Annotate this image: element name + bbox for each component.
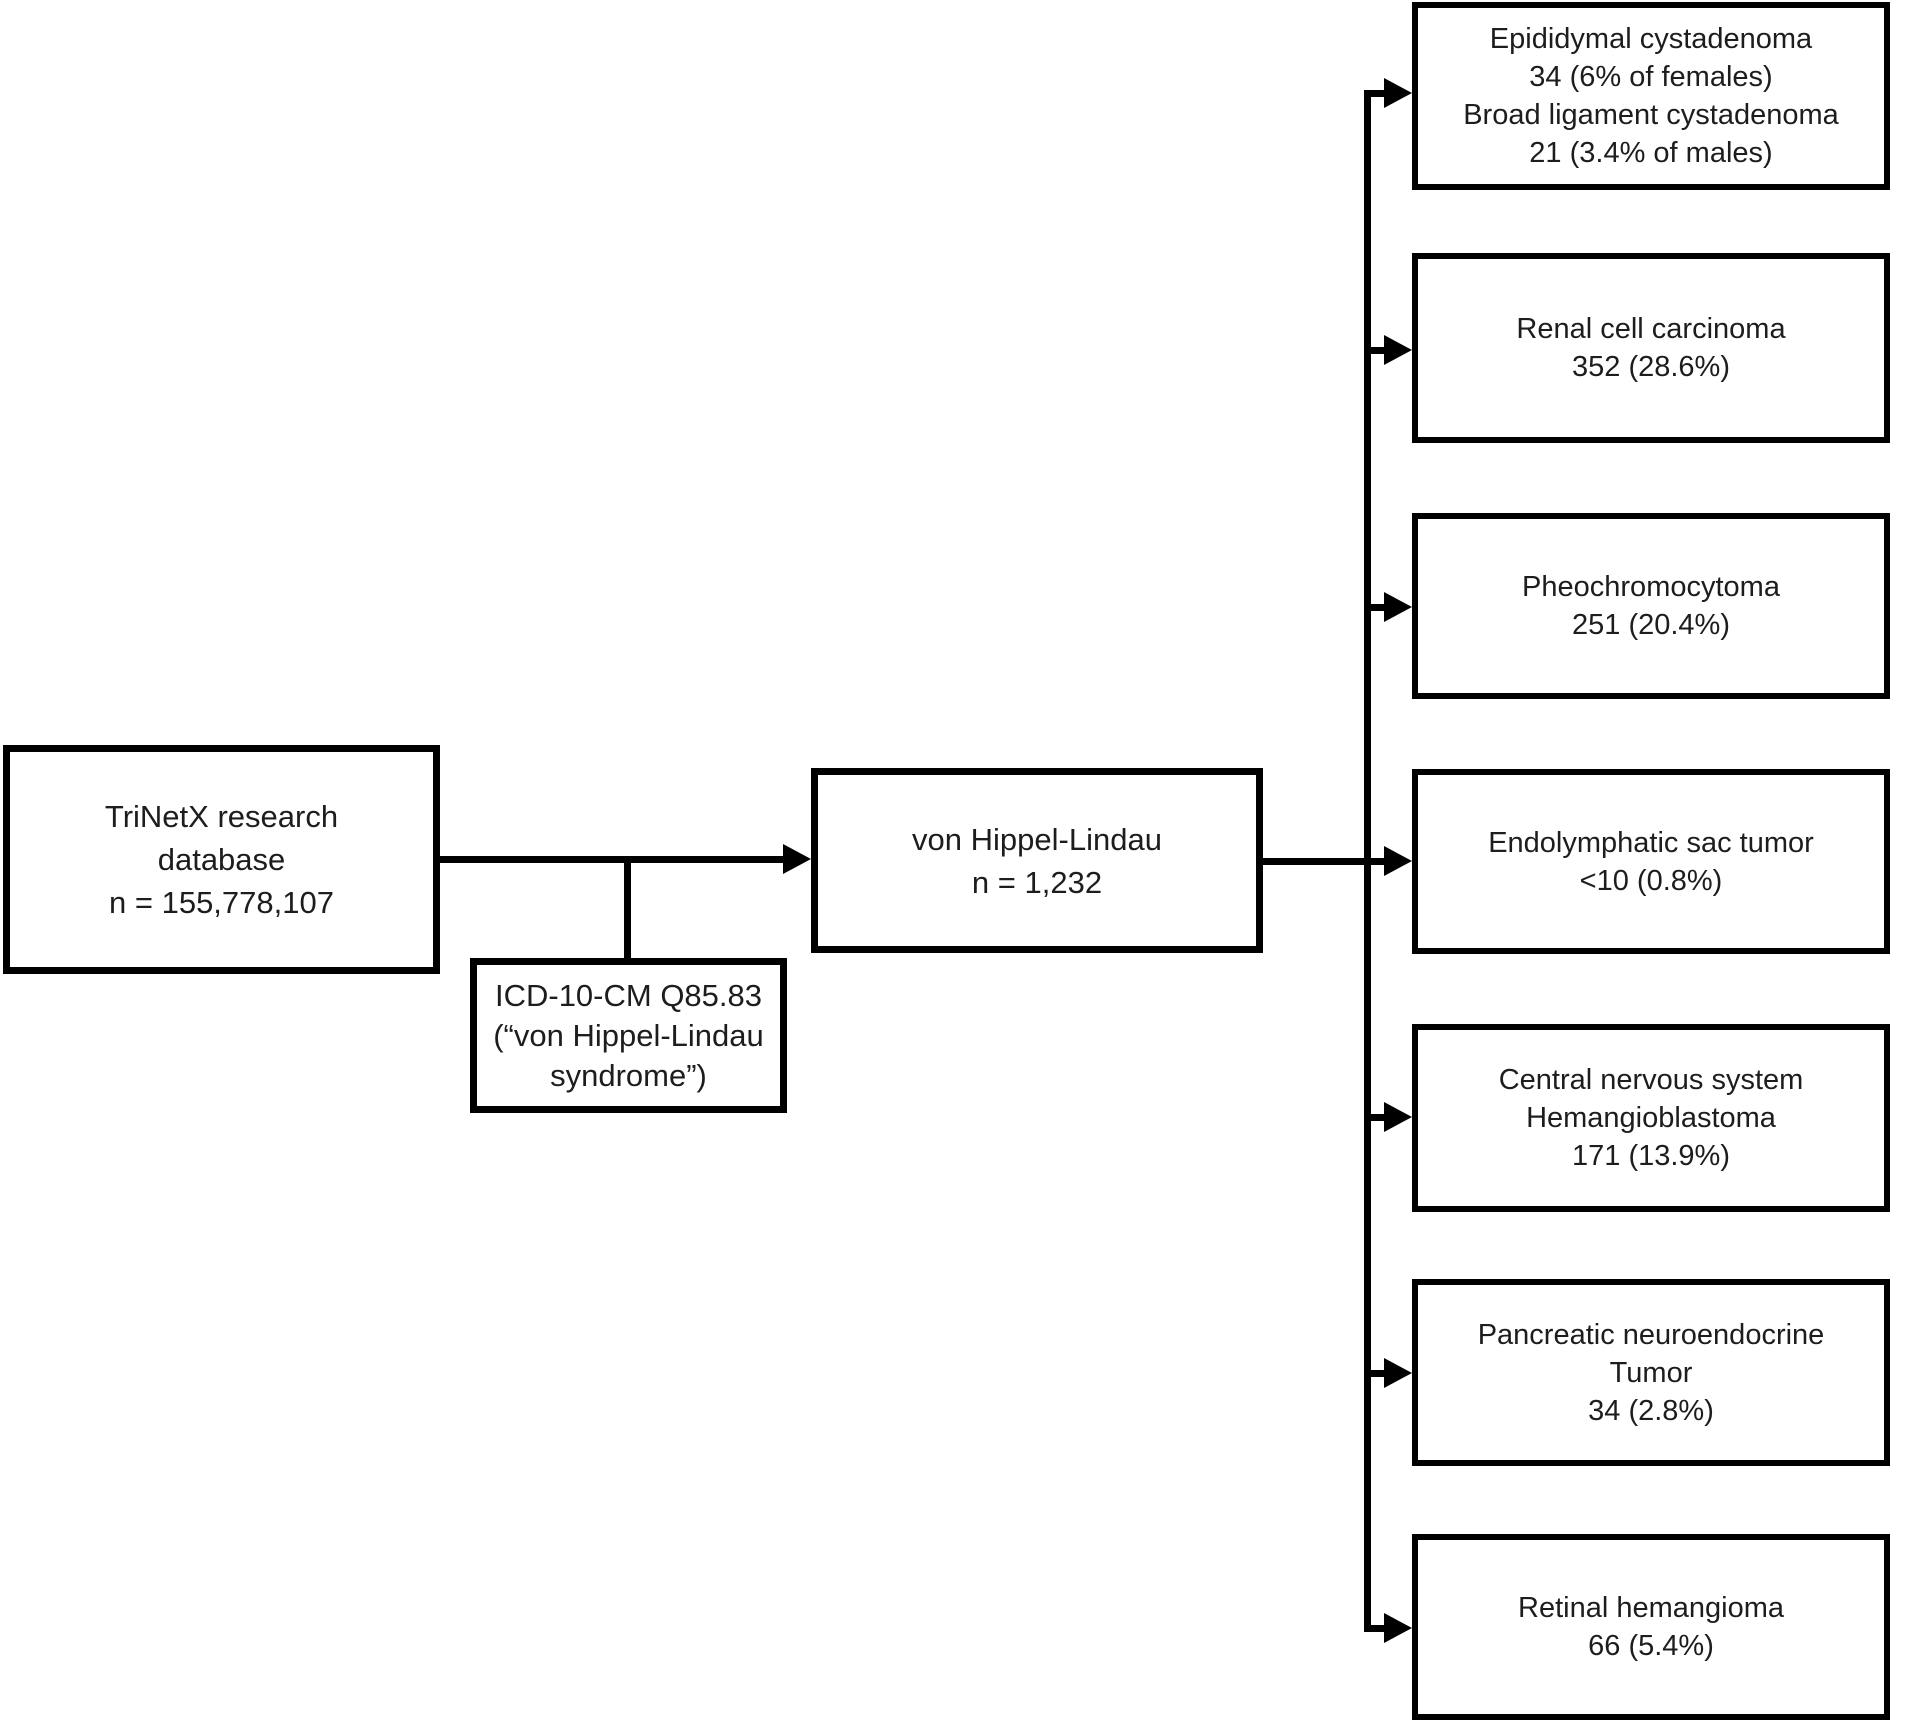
box-text-line: 21 (3.4% of males): [1529, 137, 1773, 169]
arrowhead-cns-hemangioblastoma: [1384, 1102, 1412, 1132]
box-text-line: Central nervous system: [1498, 1064, 1804, 1096]
pancreatic-neuroendocrine-tumor-box: Pancreatic neuroendocrine Tumor 34 (2.8%…: [1412, 1279, 1890, 1466]
box-text-line: TriNetX research: [104, 799, 339, 834]
connector-branch-3: [1364, 604, 1388, 611]
box-text-line: ICD-10-CM Q85.83: [494, 977, 763, 1013]
connector-branch-7: [1364, 1625, 1388, 1632]
pheochromocytoma-box: Pheochromocytoma 251 (20.4%): [1412, 513, 1890, 699]
box-text-line: Renal cell carcinoma: [1516, 313, 1786, 345]
renal-cell-carcinoma-box: Renal cell carcinoma 352 (28.6%): [1412, 253, 1890, 443]
box-text-line: Endolymphatic sac tumor: [1488, 826, 1814, 859]
retinal-hemangioma-box: Retinal hemangioma 66 (5.4%): [1412, 1534, 1890, 1720]
box-text-line: 171 (13.9%): [1572, 1140, 1730, 1172]
box-text-line: <10 (0.8%): [1579, 864, 1723, 897]
connector-trunk: [1364, 90, 1371, 1632]
box-text-line: syndrome”): [550, 1057, 707, 1093]
epididymal-cystadenoma-box: Epididymal cystadenoma 34 (6% of females…: [1412, 2, 1890, 190]
arrowhead-pheochromocytoma: [1384, 592, 1412, 622]
box-text-line: Tumor: [1609, 1356, 1693, 1389]
trinetx-database-box: TriNetX research database n = 155,778,10…: [3, 745, 440, 974]
arrowhead-pancreatic-net: [1384, 1358, 1412, 1388]
box-text-line: 251 (20.4%): [1572, 609, 1730, 641]
box-text-line: n = 1,232: [971, 864, 1103, 900]
connector-branch-1: [1364, 90, 1388, 97]
box-text-line: database: [157, 842, 286, 877]
box-text-line: (“von Hippel-Lindau: [493, 1017, 764, 1053]
box-text-line: 34 (2.8%): [1588, 1394, 1714, 1427]
box-text-line: Pancreatic neuroendocrine: [1477, 1318, 1825, 1351]
arrowhead-cohort: [783, 844, 811, 874]
icd-filter-box: ICD-10-CM Q85.83 (“von Hippel-Lindau syn…: [470, 958, 787, 1113]
arrowhead-retinal-hemangioma: [1384, 1613, 1412, 1643]
box-text-line: Pheochromocytoma: [1522, 571, 1780, 603]
box-text-line: 352 (28.6%): [1572, 351, 1730, 383]
box-text-line: 34 (6% of females): [1529, 61, 1773, 93]
box-text-line: 66 (5.4%): [1588, 1630, 1714, 1662]
cns-hemangioblastoma-box: Central nervous system Hemangioblastoma …: [1412, 1024, 1890, 1212]
box-text-line: Broad ligament cystadenoma: [1463, 99, 1839, 131]
vhl-cohort-box: von Hippel-Lindau n = 1,232: [811, 768, 1263, 953]
connector-cohort-to-trunk: [1263, 858, 1386, 865]
box-text-line: Epididymal cystadenoma: [1489, 23, 1813, 55]
box-text-line: n = 155,778,107: [109, 885, 334, 920]
arrowhead-endolymphatic-sac-tumor: [1384, 846, 1412, 876]
box-text-line: von Hippel-Lindau: [912, 821, 1162, 857]
connector-source-to-cohort: [440, 856, 786, 863]
connector-filter-drop: [624, 856, 631, 958]
endolymphatic-sac-tumor-box: Endolymphatic sac tumor <10 (0.8%): [1412, 769, 1890, 954]
box-text-line: Hemangioblastoma: [1526, 1102, 1776, 1134]
box-text-line: Retinal hemangioma: [1518, 1592, 1784, 1624]
connector-branch-2: [1364, 347, 1388, 354]
arrowhead-epididymal-cystadenoma: [1384, 78, 1412, 108]
connector-branch-5: [1364, 1114, 1388, 1121]
arrowhead-renal-cell-carcinoma: [1384, 335, 1412, 365]
connector-branch-6: [1364, 1370, 1388, 1377]
